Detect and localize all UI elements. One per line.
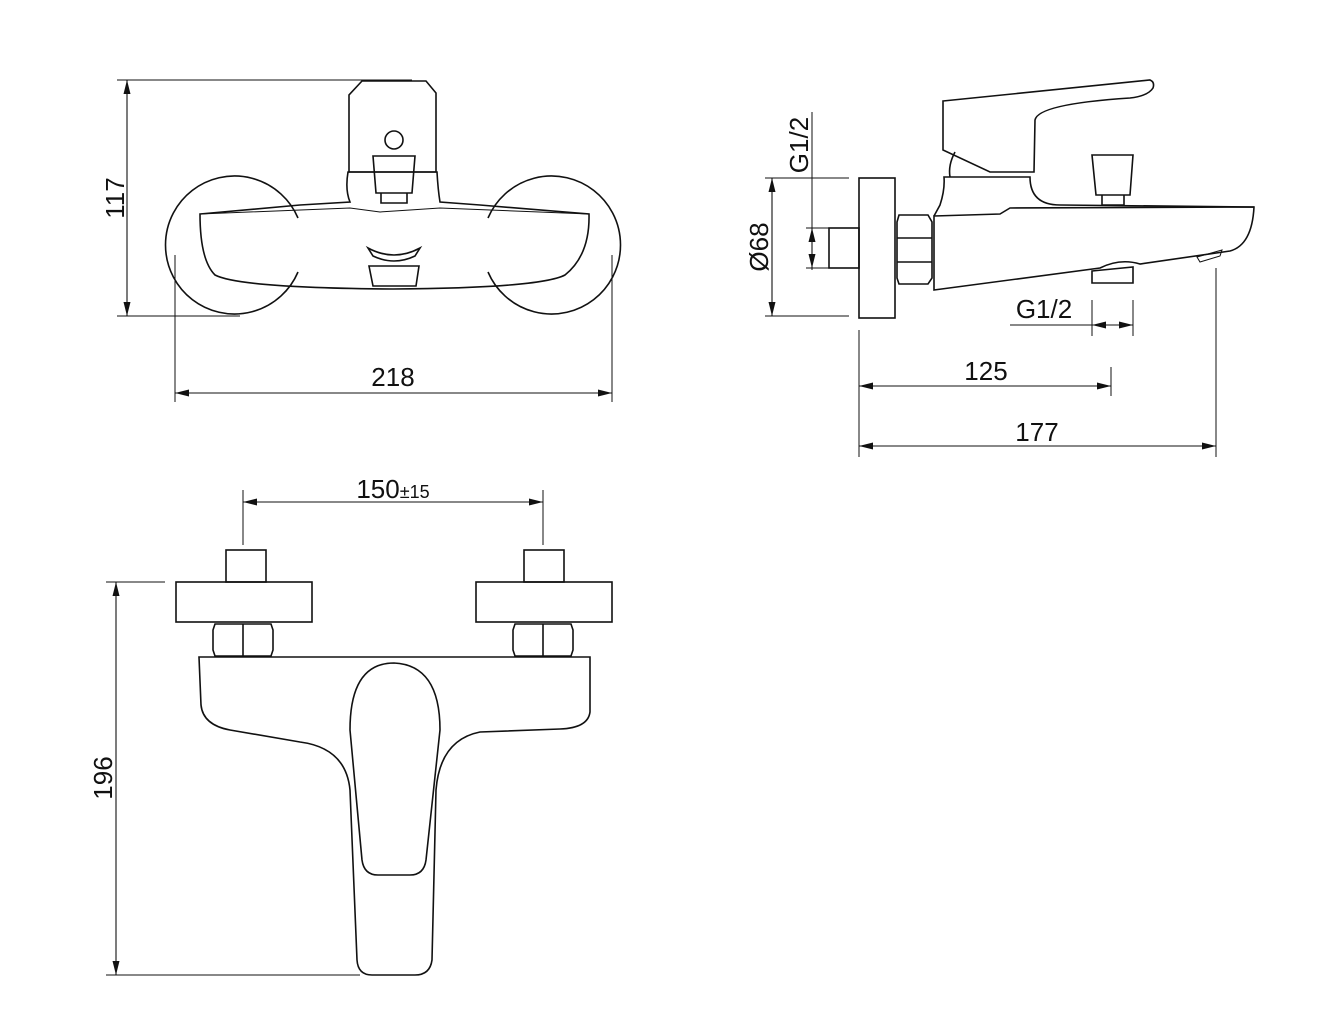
depth-dimension-label: 177 <box>1015 417 1058 447</box>
top-view: 150±15 196 <box>88 474 613 976</box>
shower-outlet <box>368 265 420 287</box>
left-flange-top <box>175 581 313 623</box>
height-dimension-label: 117 <box>100 177 130 218</box>
aerator <box>365 245 423 262</box>
inlet-stub <box>828 227 860 269</box>
center-distance-tolerance: ±15 <box>400 482 430 502</box>
outlet-thread-label: G1/2 <box>1016 294 1072 324</box>
diverter-side <box>1091 154 1134 206</box>
right-flange-top <box>475 581 613 623</box>
left-nut-top <box>212 623 274 657</box>
wall-flange <box>858 177 896 319</box>
aerator-side <box>1196 249 1223 263</box>
diverter-knob-top <box>384 130 404 150</box>
right-wall-flange <box>487 175 622 315</box>
hex-nut <box>896 214 933 285</box>
lever-side <box>942 79 1155 173</box>
center-distance-label: 150±15 <box>356 474 429 504</box>
outlet-distance-label: 125 <box>964 356 1007 386</box>
diverter-knob <box>372 155 416 204</box>
right-stub-top <box>523 549 565 583</box>
inlet-thread-label: G1/2 <box>784 117 814 173</box>
front-view: 117 218 <box>100 79 622 402</box>
center-distance-value: 150 <box>356 474 399 504</box>
body-side <box>933 206 1255 291</box>
lever-top <box>349 662 441 876</box>
diameter-dimension-label: Ø68 <box>744 222 774 271</box>
body-top <box>198 656 591 976</box>
left-stub-top <box>225 549 267 583</box>
shower-outlet-side <box>1091 266 1134 284</box>
lever-handle <box>348 80 437 173</box>
body <box>199 171 590 290</box>
side-view: Ø68 G1/2 G1/2 125 177 <box>744 79 1255 457</box>
left-wall-flange <box>164 175 299 315</box>
top-depth-label: 196 <box>88 756 118 799</box>
right-nut-top <box>512 623 574 657</box>
width-dimension-label: 218 <box>371 362 414 392</box>
